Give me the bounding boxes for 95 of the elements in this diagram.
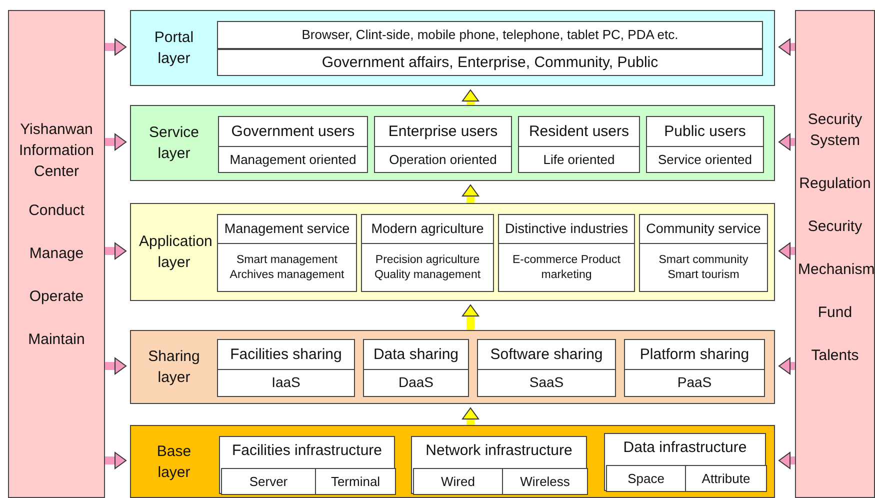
block-arrow [462,304,479,330]
box-heading: Government users [219,117,367,147]
panel-title: Yishanwan Information Center [18,120,96,182]
box-heading: Network infrastructure [424,441,574,461]
item-cell [315,468,396,495]
item-cell [217,49,763,76]
item-cell [685,465,767,492]
box-body: Smart management Archives management [228,253,346,283]
block-arrow [105,358,126,374]
panel-title: Security System [806,110,864,151]
panel-item: Maintain [27,330,86,350]
block-arrow [462,184,479,203]
cell-text: Government affairs, Enterprise, Community, Public [320,53,660,73]
panel-item: Mechanism [798,260,872,280]
component-box [219,436,395,494]
box-heading: Data infrastructure [622,438,748,458]
box-heading: Public users [647,117,763,147]
component-box [639,214,768,292]
component-box [624,339,765,397]
layer-panel [130,10,775,86]
component-box [361,214,494,292]
box-heading: Data sharing [364,340,468,370]
box-body: SaaS [528,373,565,392]
block-arrow [105,242,126,260]
component-box [477,339,616,397]
item-cell [221,468,316,495]
layer-label: Portal layer [153,28,195,69]
box-heading: Management service [218,215,356,244]
box-body: E-commerce Product marketing [511,253,622,283]
cell-text: Terminal [330,473,382,491]
box-heading: Modern agriculture [362,215,493,244]
box-body: Life oriented [542,151,616,169]
box-heading: Enterprise users [375,117,511,147]
component-box [374,116,512,173]
side-panel [8,10,105,498]
layer-panel [130,105,775,181]
panel-item: Talents [810,346,860,366]
box-heading: Distinctive industries [499,215,634,244]
component-box [518,116,640,173]
panel-item: Security [806,217,864,237]
box-body: Management oriented [228,151,358,169]
component-box [217,214,357,292]
cell-text: Attribute [700,470,752,488]
box-body: Precision agriculture Quality management [373,253,482,283]
layer-label: Application layer [138,232,214,273]
block-arrow [462,408,479,425]
box-heading: Software sharing [478,340,615,370]
panel-item: Fund [816,303,854,323]
box-body: IaaS [270,373,302,392]
box-body: Operation oriented [388,151,498,169]
side-panel [795,10,875,498]
component-box [218,116,368,173]
panel-item: Manage [28,244,85,264]
block-arrow [778,452,795,469]
block-arrow [778,38,795,56]
box-heading: Facilities sharing [218,340,354,370]
panel-item: Operate [28,287,85,307]
box-heading: Community service [640,215,767,244]
box-heading: Facilities infrastructure [230,441,384,461]
component-box [411,436,587,494]
block-arrow [778,134,795,150]
cell-text: Wireless [519,473,571,491]
box-body: DaaS [397,373,435,392]
layer-label: Sharing layer [147,347,201,388]
item-cell [606,465,686,492]
layer-label: Service layer [148,123,200,164]
panel-item: Regulation [798,174,872,194]
layer-panel [130,203,775,301]
box-body: Smart community Smart tourism [658,253,750,283]
layer-panel [130,425,775,498]
component-box [604,433,766,491]
block-arrow [778,242,795,260]
component-box [646,116,764,173]
box-body: PaaS [676,373,713,392]
component-box [498,214,635,292]
block-arrow [105,452,126,469]
item-cell [217,21,763,49]
component-box [363,339,469,397]
block-arrow [778,358,795,374]
block-arrow [105,134,126,150]
cell-text: Server [248,473,289,491]
panel-item: Conduct [28,201,86,221]
box-body: Service oriented [657,151,753,169]
block-arrow [462,90,479,105]
box-heading: Resident users [519,117,639,147]
cell-text: Space [626,470,666,488]
cell-text: Browser, Clint-side, mobile phone, telephone, tablet PC, PDA etc. [300,26,680,44]
layer-label: Base layer [156,442,192,482]
box-heading: Platform sharing [625,340,764,370]
layer-panel [130,330,775,404]
cell-text: Wired [440,473,476,491]
item-cell [413,468,503,495]
block-arrow [105,38,126,56]
item-cell [502,468,588,495]
component-box [217,339,355,397]
